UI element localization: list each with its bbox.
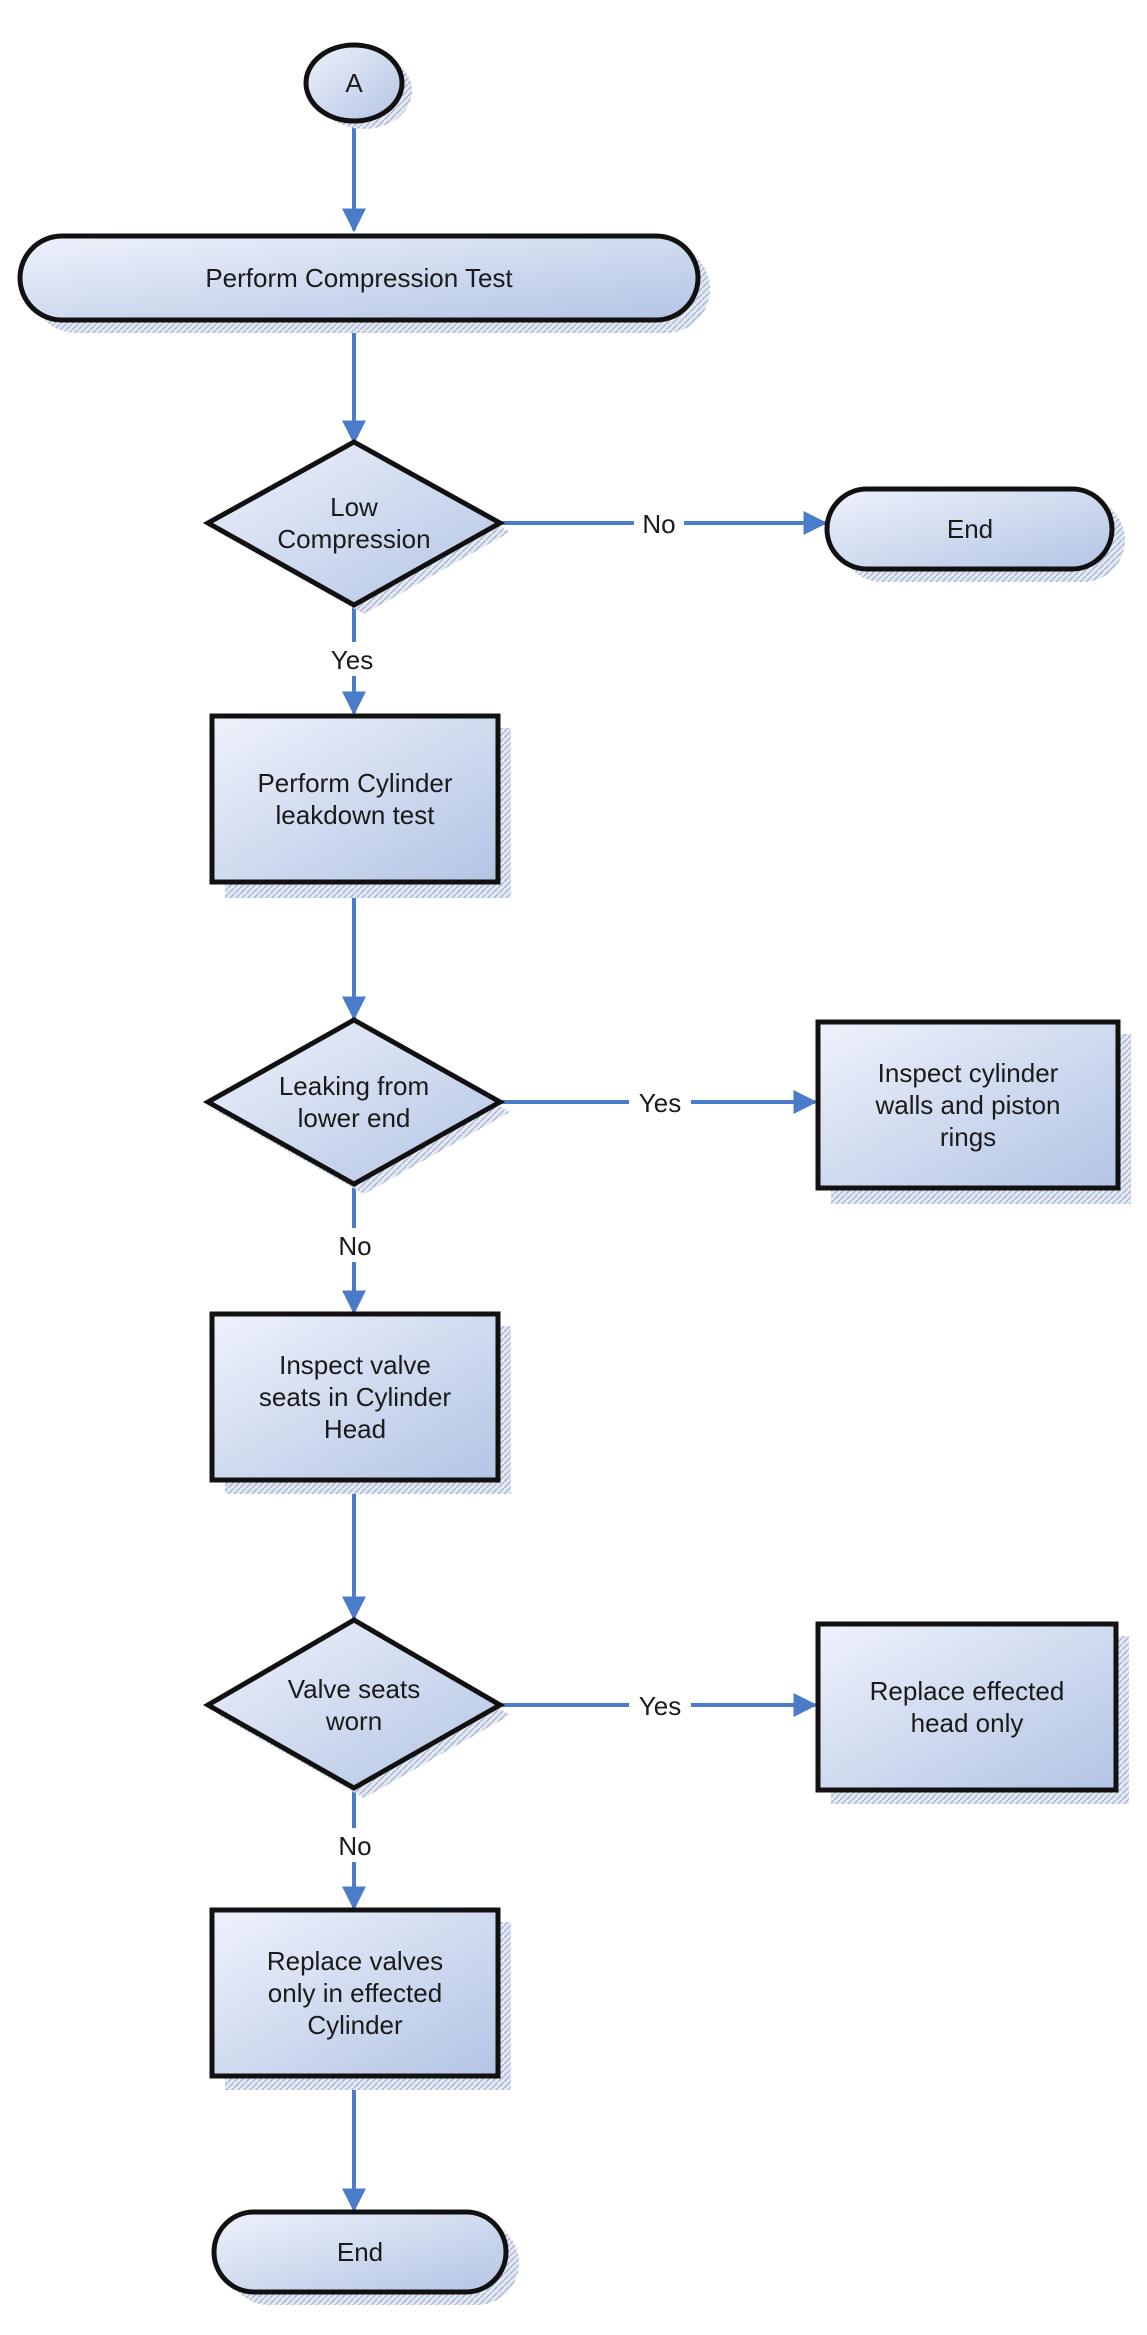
node-end-2: End: [211, 2209, 519, 2305]
edge-label-low-yes: Yes: [331, 645, 373, 675]
node-end-2-label: End: [337, 2237, 383, 2267]
node-start-a-label: A: [345, 68, 363, 98]
edge-label-worn-yes: Yes: [639, 1691, 681, 1721]
node-end-1: End: [824, 486, 1125, 582]
node-compression-test-label: Perform Compression Test: [205, 263, 513, 293]
node-start-a: A: [303, 42, 412, 129]
edge-label-low-no: No: [642, 509, 675, 539]
edge-label-leaking-no: No: [338, 1231, 371, 1261]
node-end-1-label: End: [947, 514, 993, 544]
edge-labels: No Yes Yes No Yes No: [322, 506, 691, 1862]
node-compression-test: Perform Compression Test: [17, 233, 710, 333]
connectors: [342, 126, 828, 2213]
edge-label-leaking-yes: Yes: [639, 1088, 681, 1118]
edge-label-worn-no: No: [338, 1831, 371, 1861]
